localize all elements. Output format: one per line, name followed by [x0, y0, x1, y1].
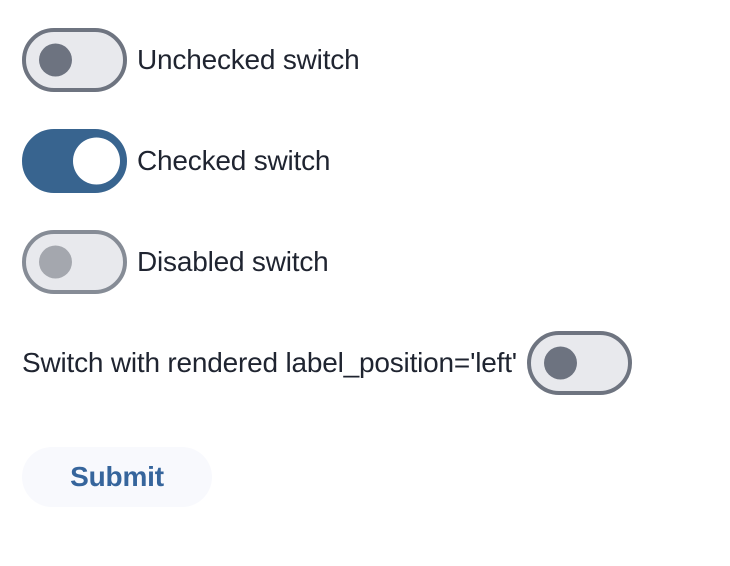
unchecked-switch-label: Unchecked switch [137, 44, 360, 75]
switch-row-checked: Checked switch [22, 129, 730, 193]
switch-knob [39, 43, 72, 77]
switch-row-unchecked: Unchecked switch [22, 28, 730, 92]
switch-form: Unchecked switch Checked switch Disabled… [22, 28, 730, 507]
checked-switch[interactable] [22, 129, 127, 193]
checked-switch-label: Checked switch [137, 145, 331, 176]
switch-knob [39, 245, 72, 279]
disabled-switch-label: Disabled switch [137, 246, 329, 277]
switch-row-label-left: Switch with rendered label_position='lef… [22, 331, 730, 395]
unchecked-switch[interactable] [22, 28, 127, 92]
disabled-switch [22, 230, 127, 294]
submit-button[interactable]: Submit [22, 447, 212, 507]
switch-knob [73, 137, 120, 185]
switch-knob [543, 346, 577, 380]
left-label-switch-label: Switch with rendered label_position='lef… [22, 347, 517, 378]
left-label-switch[interactable] [526, 331, 632, 395]
switch-row-disabled: Disabled switch [22, 230, 730, 294]
